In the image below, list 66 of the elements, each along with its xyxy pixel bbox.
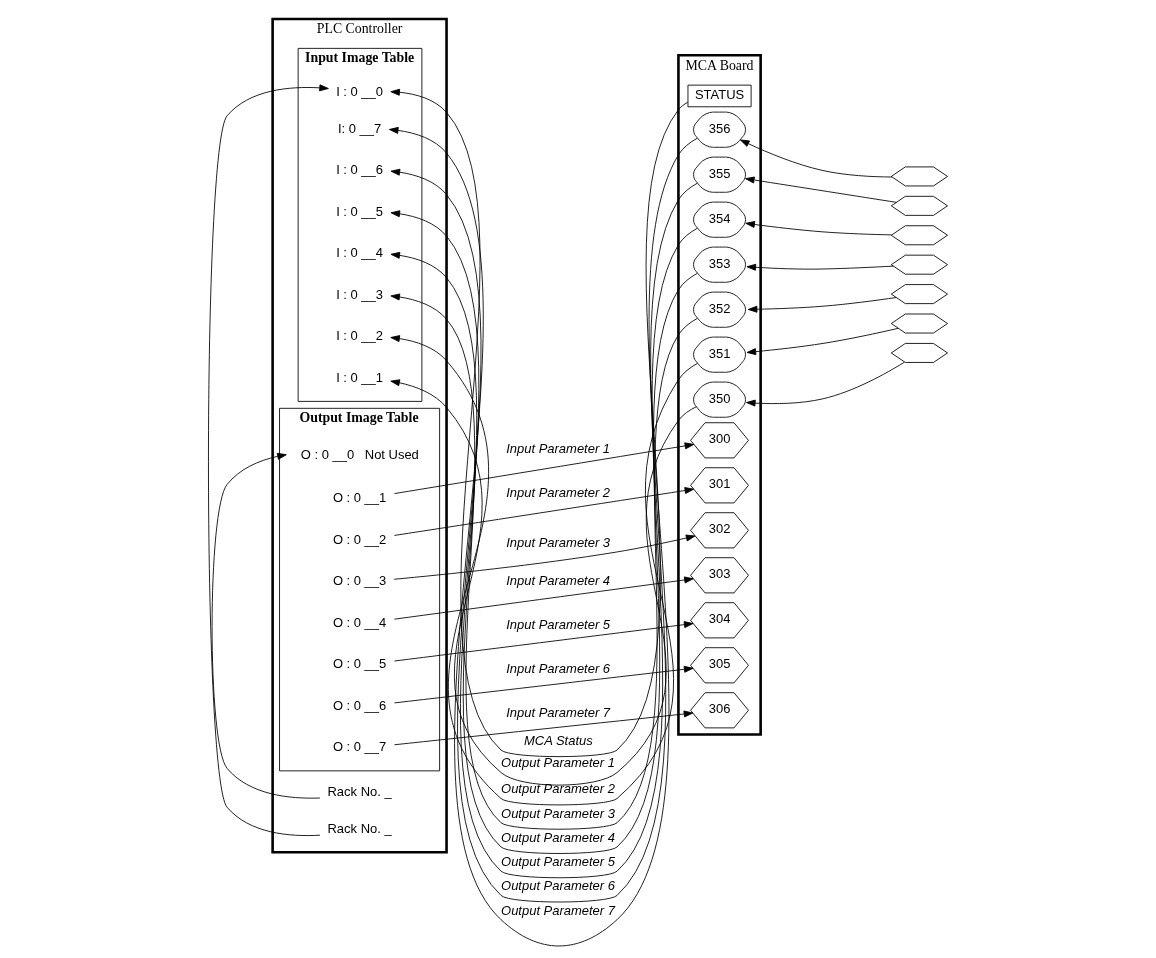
node-text: I : 0 __4 xyxy=(336,245,384,261)
arrow xyxy=(394,710,694,746)
arrow xyxy=(740,139,893,178)
arrow xyxy=(390,88,689,758)
arrow xyxy=(745,176,897,203)
arrow xyxy=(746,327,899,356)
node-text: I : 0 __2 xyxy=(336,328,384,344)
edge-label: Input Parameter 4 xyxy=(506,572,611,588)
node-text: Rack No. _ xyxy=(327,820,392,836)
node-text: O : 0 __2 xyxy=(332,531,387,547)
arrow xyxy=(394,442,695,494)
edge-label: Output Parameter 4 xyxy=(501,829,615,845)
node-hexagon xyxy=(890,195,948,216)
arrow xyxy=(394,665,694,704)
node-text: O : 0 __5 xyxy=(332,656,387,672)
node-hexagon xyxy=(890,343,948,363)
node-text: O : 0 __1 xyxy=(332,490,387,506)
node-text: O : 0 __3 xyxy=(332,573,387,589)
arrow xyxy=(745,221,892,236)
node-ellipse: 356 xyxy=(693,111,746,148)
node-ellipse: 354 xyxy=(693,201,746,238)
node-text: I : 0 __1 xyxy=(336,369,384,385)
arrow xyxy=(746,361,905,407)
arrow xyxy=(394,576,694,620)
arrow xyxy=(208,84,329,836)
edge-label: Output Parameter 2 xyxy=(501,781,615,797)
arrow xyxy=(211,452,321,799)
node-text: I: 0 __7 xyxy=(337,120,382,136)
node-text: I : 0 __3 xyxy=(336,286,384,302)
node-text: O : 0 __0 xyxy=(300,447,355,463)
node-hexagon xyxy=(890,313,948,334)
edge-label: Output Parameter 3 xyxy=(501,805,615,821)
edge-label: Output Parameter 5 xyxy=(501,854,615,870)
edge-label: Input Parameter 2 xyxy=(506,484,611,500)
node-label: Not Used xyxy=(364,447,419,463)
arrow xyxy=(746,263,894,271)
node-text: I : 0 __6 xyxy=(336,162,384,178)
node-ellipse: 350 xyxy=(693,381,746,418)
node-hexagon xyxy=(890,254,948,275)
edge-label: MCA Status xyxy=(523,732,593,748)
node-text: O : 0 __7 xyxy=(332,739,387,755)
node-text: Rack No. _ xyxy=(327,784,392,800)
edge-label: Output Parameter 6 xyxy=(501,878,615,894)
node-hexagon xyxy=(890,166,948,187)
arrow xyxy=(393,534,696,580)
edge-label: Output Parameter 1 xyxy=(501,755,615,771)
edge-label: Input Parameter 3 xyxy=(506,534,611,550)
edge-label: Input Parameter 7 xyxy=(506,705,611,721)
node-ellipse: 351 xyxy=(693,336,746,373)
node-text: O : 0 __6 xyxy=(332,697,387,713)
arrow xyxy=(747,297,897,313)
node-hexagon xyxy=(890,225,948,246)
edge-label: Output Parameter 7 xyxy=(501,902,615,918)
node-ellipse: 352 xyxy=(693,291,746,328)
node-ellipse: 355 xyxy=(693,156,746,193)
edge-label: Input Parameter 5 xyxy=(506,616,611,632)
edge-label: Input Parameter 6 xyxy=(506,661,611,677)
node-box: STATUS xyxy=(687,84,752,108)
node-text: O : 0 __4 xyxy=(332,614,387,630)
node-hexagon xyxy=(890,284,948,305)
arrow xyxy=(394,487,695,536)
node-ellipse: 353 xyxy=(693,246,746,283)
edge-label: Input Parameter 1 xyxy=(506,441,611,457)
node-text: I : 0 __5 xyxy=(336,203,384,219)
node-text: I : 0 __0 xyxy=(336,84,384,100)
arrow xyxy=(394,621,694,662)
